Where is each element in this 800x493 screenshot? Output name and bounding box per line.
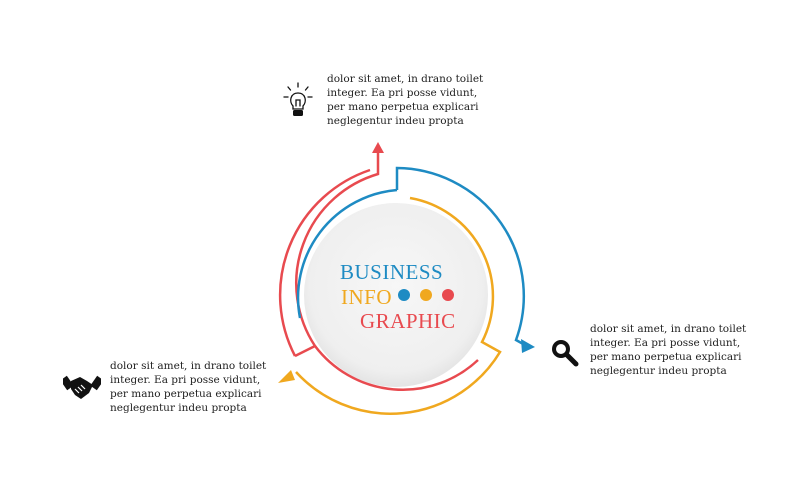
blue-arc-inner xyxy=(296,188,398,319)
text-line: per mano perpetua explicari xyxy=(590,351,742,363)
text-line: neglegentur indeu propta xyxy=(590,365,727,377)
text-block-left: dolor sit amet, in drano toilet integer.… xyxy=(110,359,300,415)
red-arc xyxy=(294,152,380,358)
red-dot xyxy=(442,289,454,301)
red-inner-arc xyxy=(314,345,479,391)
center-title-info: INFO xyxy=(341,285,393,309)
blue-arrowhead xyxy=(521,339,535,353)
lightbulb-icon xyxy=(283,82,313,116)
orange-arc xyxy=(295,196,502,415)
text-line: dolor sit amet, in drano toilet xyxy=(590,323,747,335)
handshake-icon xyxy=(63,375,101,399)
text-line: integer. Ea pri posse vidunt, xyxy=(590,337,741,349)
red-arrowhead xyxy=(372,142,384,153)
text-line: neglegentur indeu propta xyxy=(327,115,464,127)
text-line: per mano perpetua explicari xyxy=(110,388,262,400)
text-block-top: dolor sit amet, in drano toilet integer.… xyxy=(327,72,517,128)
red-arc-outer xyxy=(278,168,371,357)
text-line: dolor sit amet, in drano toilet xyxy=(327,73,484,85)
orange-dot xyxy=(420,289,432,301)
blue-arc xyxy=(395,166,526,347)
blue-dot xyxy=(398,289,410,301)
text-line: neglegentur indeu propta xyxy=(110,402,247,414)
text-line: per mano perpetua explicari xyxy=(327,101,479,113)
center-title-graphic: GRAPHIC xyxy=(360,309,456,333)
center-title-business: BUSINESS xyxy=(340,260,444,284)
text-line: integer. Ea pri posse vidunt, xyxy=(110,374,261,386)
center-circle xyxy=(304,203,488,387)
text-line: dolor sit amet, in drano toilet xyxy=(110,360,267,372)
text-line: integer. Ea pri posse vidunt, xyxy=(327,87,478,99)
text-block-right: dolor sit amet, in drano toilet integer.… xyxy=(590,322,780,378)
orange-arrowhead xyxy=(278,370,295,383)
search-icon xyxy=(552,340,579,367)
